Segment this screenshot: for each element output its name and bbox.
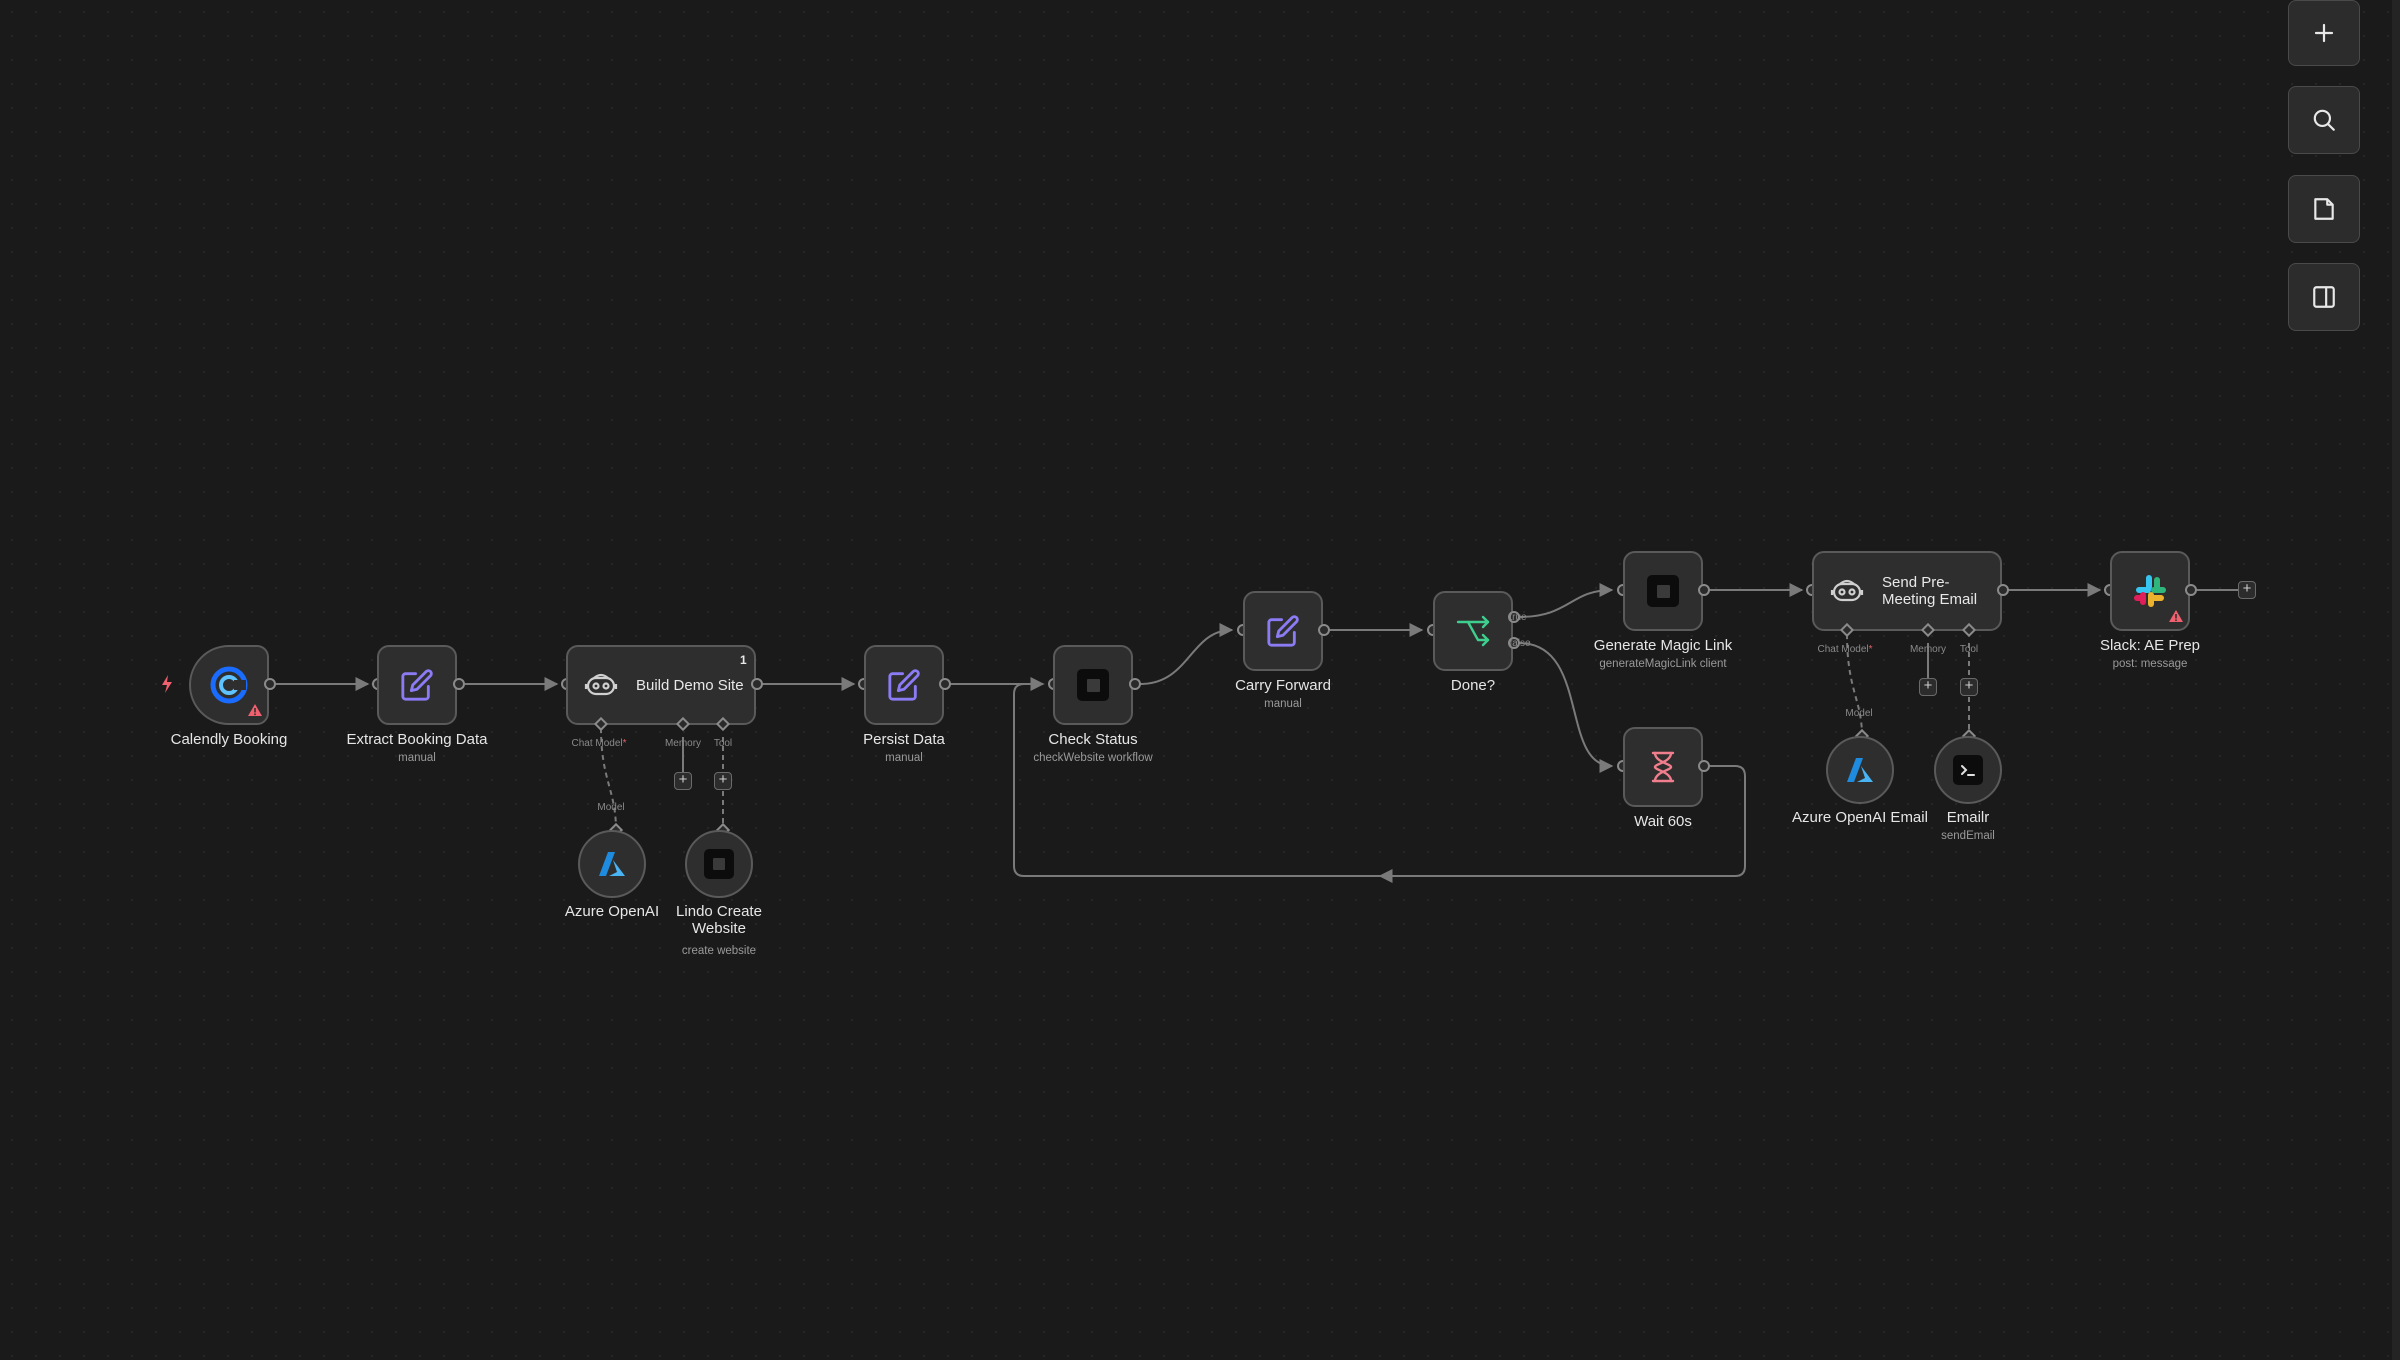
node-subtitle: manual: [1264, 698, 1302, 710]
node-label: Extract Booking Data: [346, 731, 488, 748]
hourglass-icon: [1651, 751, 1675, 783]
node-slack-ae-prep[interactable]: [2110, 551, 2190, 631]
edge-done-wait: [1518, 642, 1614, 773]
add-node-button[interactable]: [2288, 0, 2360, 66]
sticky-note-button[interactable]: [2288, 175, 2360, 243]
toggle-panel-button[interactable]: [2288, 263, 2360, 331]
memory-label: Memory: [664, 738, 702, 749]
port-out-true[interactable]: [1508, 611, 1520, 623]
node-carry-forward[interactable]: [1243, 591, 1323, 671]
memory-label: Memory: [1909, 644, 1947, 655]
false-branch-label: false: [1509, 638, 1531, 649]
add-next-node-button[interactable]: +: [2238, 581, 2256, 599]
tool-label: Tool: [1959, 644, 1979, 655]
run-count-badge: 1: [740, 653, 747, 667]
add-tool-button[interactable]: +: [1960, 678, 1978, 696]
node-subtitle: create website: [681, 945, 757, 957]
port-out[interactable]: [751, 678, 763, 690]
node-persist-data[interactable]: [864, 645, 944, 725]
node-label: Build Demo Site: [636, 676, 744, 694]
azure-icon: [1847, 758, 1873, 782]
slack-icon: [2134, 575, 2166, 607]
terminal-icon: [1953, 755, 1983, 785]
node-subtitle: generateMagicLink client: [1599, 658, 1727, 670]
node-label: Send Pre-Meeting Email: [1882, 574, 1978, 608]
node-wait-60s[interactable]: [1623, 727, 1703, 807]
node-generate-magic-link[interactable]: [1623, 551, 1703, 631]
node-send-pre-meeting-email[interactable]: Send Pre-Meeting Email: [1812, 551, 2002, 631]
plus-icon: [2314, 23, 2334, 43]
node-label: Calendly Booking: [170, 731, 288, 748]
node-azure-openai[interactable]: [578, 830, 646, 898]
azure-icon: [599, 852, 625, 876]
warning-icon: [248, 704, 262, 716]
edge-check-carry: [1139, 623, 1234, 685]
edit-icon: [888, 669, 920, 701]
edit-icon: [401, 669, 433, 701]
node-done-switch[interactable]: [1433, 591, 1513, 671]
model-connection-label: Model: [597, 802, 625, 813]
node-label: Emailr: [1946, 809, 1990, 826]
port-out[interactable]: [1698, 584, 1710, 596]
node-label: Generate Magic Link: [1593, 637, 1733, 654]
node-extract-booking-data[interactable]: [377, 645, 457, 725]
node-label: Done?: [1450, 677, 1496, 694]
add-memory-button[interactable]: +: [674, 772, 692, 790]
port-out[interactable]: [1129, 678, 1141, 690]
port-out-false[interactable]: [1508, 637, 1520, 649]
trigger-bolt-icon: [162, 675, 172, 693]
edge-done-magic: [1518, 583, 1614, 618]
edit-icon: [1267, 615, 1299, 647]
node-subtitle: manual: [885, 752, 923, 764]
robot-icon: [584, 673, 618, 696]
node-label: Check Status: [1048, 731, 1138, 748]
model-connection-label: Model: [1845, 708, 1873, 719]
node-subtitle: manual: [398, 752, 436, 764]
node-label: Slack: AE Prep: [2099, 637, 2201, 654]
panel-icon: [2313, 286, 2335, 308]
square-app-icon: [1647, 575, 1679, 607]
add-tool-button[interactable]: +: [714, 772, 732, 790]
node-subtitle: sendEmail: [1941, 830, 1995, 842]
node-label: Carry Forward: [1235, 677, 1331, 694]
branch-icon: [1456, 615, 1490, 647]
search-icon: [2313, 109, 2335, 131]
node-check-status[interactable]: [1053, 645, 1133, 725]
square-app-icon: [704, 849, 734, 879]
warning-icon: [2169, 610, 2183, 622]
node-label: Azure OpenAI: [564, 903, 660, 920]
edge-send-model: [1846, 633, 1863, 737]
port-out[interactable]: [939, 678, 951, 690]
node-subtitle: post: message: [2112, 658, 2188, 670]
add-memory-button[interactable]: +: [1919, 678, 1937, 696]
node-build-demo-site[interactable]: Build Demo Site 1: [566, 645, 756, 725]
tool-label: Tool: [713, 738, 733, 749]
calendly-icon: [210, 666, 248, 704]
sticky-note-icon: [2314, 198, 2334, 220]
square-app-icon: [1077, 669, 1109, 701]
port-out[interactable]: [1698, 760, 1710, 772]
node-lindo-create-website[interactable]: [685, 830, 753, 898]
port-out[interactable]: [1997, 584, 2009, 596]
node-label: Persist Data: [863, 731, 945, 748]
search-button[interactable]: [2288, 86, 2360, 154]
node-azure-openai-email[interactable]: [1826, 736, 1894, 804]
true-branch-label: true: [1509, 612, 1527, 623]
node-subtitle: checkWebsite workflow: [1033, 752, 1153, 764]
node-emailr[interactable]: [1934, 736, 2002, 804]
edge-build-model: [600, 727, 617, 831]
port-out[interactable]: [2185, 584, 2197, 596]
node-label: Wait 60s: [1634, 813, 1692, 830]
node-label: Azure OpenAI Email: [1792, 809, 1928, 826]
port-out[interactable]: [1318, 624, 1330, 636]
vertical-scrollbar[interactable]: [2392, 0, 2400, 1360]
chat-model-label: Chat Model*: [571, 738, 627, 749]
node-calendly-booking[interactable]: [189, 645, 269, 725]
robot-icon: [1830, 579, 1864, 602]
port-out[interactable]: [453, 678, 465, 690]
chat-model-label: Chat Model*: [1817, 644, 1873, 655]
port-out[interactable]: [264, 678, 276, 690]
